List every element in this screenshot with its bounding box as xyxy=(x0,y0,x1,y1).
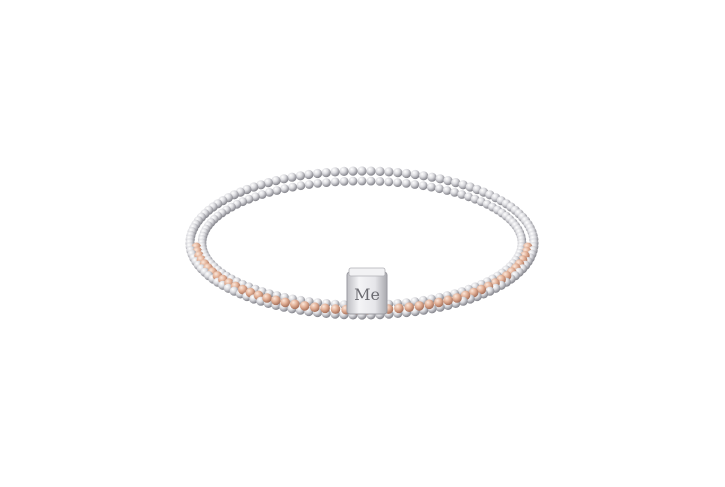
silver-bead xyxy=(401,168,412,179)
rose-gold-bead xyxy=(443,295,453,306)
silver-bead xyxy=(393,168,403,178)
bead-chain xyxy=(185,166,539,320)
silver-bead xyxy=(375,177,385,186)
silver-bead xyxy=(265,188,274,197)
silver-bead xyxy=(465,182,475,192)
silver-bead xyxy=(435,174,445,184)
silver-bead xyxy=(427,172,437,182)
silver-bead xyxy=(451,178,461,188)
silver-bead xyxy=(443,176,453,186)
silver-bead xyxy=(393,178,402,188)
silver-bead xyxy=(384,167,394,177)
silver-bead xyxy=(288,182,297,192)
silver-bead xyxy=(271,176,281,186)
silver-bead xyxy=(279,174,289,184)
silver-bead xyxy=(287,172,297,182)
silver-bead xyxy=(410,169,420,180)
silver-bead xyxy=(450,188,459,197)
rose-gold-bead xyxy=(424,299,435,310)
silver-bead xyxy=(442,186,452,195)
silver-bead xyxy=(257,190,267,199)
rose-gold-bead xyxy=(280,297,291,308)
rose-gold-bead xyxy=(414,301,425,311)
silver-bead xyxy=(427,182,436,192)
silver-bead xyxy=(295,171,305,181)
silver-bead xyxy=(312,168,323,179)
silver-bead xyxy=(322,178,331,188)
silver-bead xyxy=(457,190,467,199)
rose-gold-bead xyxy=(290,299,300,310)
rose-gold-bead xyxy=(330,304,341,314)
silver-bead xyxy=(304,180,314,189)
rose-gold-bead xyxy=(299,301,310,311)
rose-gold-bead xyxy=(394,303,404,314)
silver-bead xyxy=(348,176,358,186)
silver-bead xyxy=(321,168,331,178)
silver-bead xyxy=(410,180,420,189)
silver-bead xyxy=(296,181,306,191)
silver-bead xyxy=(384,177,394,187)
silver-bead xyxy=(280,184,289,194)
rose-gold-bead xyxy=(320,303,330,314)
clasp-logo: Me xyxy=(354,285,380,304)
silver-bead xyxy=(357,166,367,176)
silver-bead xyxy=(330,177,340,187)
silver-bead xyxy=(458,180,468,190)
silver-bead xyxy=(263,178,273,188)
silver-bead xyxy=(366,166,376,176)
silver-bead xyxy=(272,186,282,195)
rose-gold-bead xyxy=(404,302,415,313)
rose-gold-bead xyxy=(310,302,320,313)
silver-bead xyxy=(304,169,314,180)
silver-bead xyxy=(401,179,411,188)
silver-bead xyxy=(418,181,428,191)
silver-bead xyxy=(339,177,349,186)
rose-gold-bead xyxy=(476,284,487,295)
rose-gold-bead xyxy=(262,293,272,303)
silver-bead xyxy=(330,167,340,177)
rose-gold-bead xyxy=(434,297,444,308)
silver-bead xyxy=(435,184,444,194)
silver-bead xyxy=(339,166,349,176)
silver-bead xyxy=(313,179,323,188)
rose-gold-bead xyxy=(271,295,281,306)
silver-bead xyxy=(357,176,367,186)
silver-bead xyxy=(366,176,376,186)
silver-bead xyxy=(375,166,385,176)
clasp: Me xyxy=(346,267,388,315)
silver-bead xyxy=(256,180,266,190)
silver-bead xyxy=(419,171,429,181)
rose-gold-bead xyxy=(452,293,462,303)
silver-bead xyxy=(348,166,358,176)
rose-gold-bead xyxy=(238,284,248,295)
silver-bead xyxy=(249,182,259,192)
